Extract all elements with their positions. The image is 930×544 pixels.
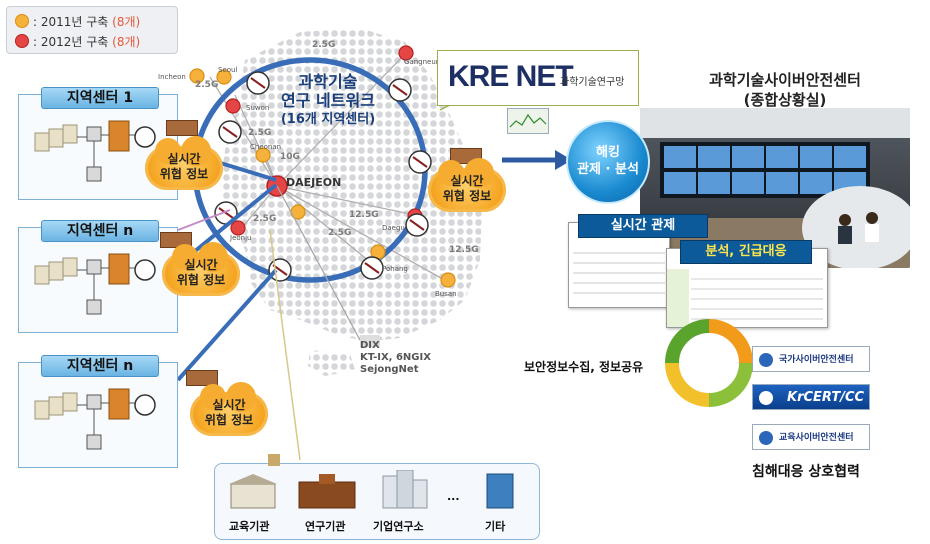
agency-logo-icon (759, 431, 773, 445)
legend: : 2011년 구축 (8개) : 2012년 구축 (8개) (6, 6, 178, 54)
company-building-icon (382, 470, 428, 509)
regional-center-n: 지역센터 n (18, 355, 178, 468)
connector-node (268, 454, 280, 466)
dix-node (360, 335, 380, 347)
city-label-incheon: Incheon (158, 73, 186, 81)
other-building-icon (486, 473, 514, 509)
city-label-gangneung: Gangneung (404, 58, 445, 66)
speed-label: 2.5G (253, 214, 277, 224)
institution-label: 기타 (485, 520, 506, 533)
agency-badge-national: 국가사이버안전센터 (752, 346, 870, 372)
speed-label: 2.5G (248, 128, 272, 138)
cycle-arrows-icon (665, 319, 753, 407)
city-label-daegu: Daegu (382, 224, 405, 232)
city-label-cheonan: Cheonan (250, 143, 282, 151)
city-label-busan: Busan (435, 290, 457, 298)
legend-item-2011: : 2011년 구축 (8개) (15, 13, 140, 30)
city-label-seoul: Seoul (218, 66, 238, 74)
router-arrows (218, 77, 428, 276)
server-rack-icon (34, 120, 156, 182)
regional-center-title: 지역센터 n (41, 355, 159, 377)
hacking-analysis-circle: 해킹 관제 · 분석 (566, 120, 650, 204)
monitor-thumbnail (507, 108, 549, 134)
korea-network-map (189, 28, 482, 376)
agency-badge-education: 교육사이버안전센터 (752, 424, 870, 450)
control-center-title: 과학기술사이버안전센터 (종합상황실) (709, 71, 861, 109)
speed-label: 2.5G (312, 40, 336, 50)
institution-label: 연구기관 (305, 520, 346, 533)
institution-label: 기업연구소 (373, 520, 424, 533)
school-building-icon (229, 474, 277, 509)
speed-label: 12.5G (349, 210, 379, 220)
dix-link (276, 185, 361, 341)
server-rack-icon (34, 253, 156, 315)
legend-item-2012: : 2012년 구축 (8개) (15, 33, 140, 50)
regional-center-title: 지역센터 n (41, 220, 159, 242)
hub-label: DAEJEON (286, 176, 342, 189)
research-building-icon (298, 474, 356, 509)
realtime-monitor-label: 실시간 관제 (578, 214, 708, 238)
institutions-panel: 교육기관 연구기관 기업연구소 ... 기타 (214, 463, 540, 540)
server-rack-icon (34, 388, 156, 450)
agency-badge-krcert: KrCERT/CC (752, 384, 870, 410)
city-label-jeonju: Jeonju (230, 234, 252, 242)
jeju-island (308, 350, 355, 376)
orange-dot-icon (15, 14, 29, 28)
regional-center-n: 지역센터 n (18, 220, 178, 333)
institution-label: 교육기관 (229, 520, 270, 533)
network-title: 과학기술 연구 네트워크 (16개 지역센터) (280, 72, 376, 127)
agency-logo-icon (759, 353, 773, 367)
backbone-links (209, 52, 449, 283)
institution-label: ... (447, 490, 460, 503)
kreonet-logo: KRE NET 과학기술연구망 (437, 50, 639, 106)
sensor-appliance-icon (166, 120, 198, 136)
speed-label: 2.5G (328, 228, 352, 238)
speed-label: 10G (280, 152, 300, 162)
security-info-collect-label: 보안정보수집, 정보공유 (524, 360, 644, 374)
dix-label: DIX KT-IX, 6NGIX SejongNet (360, 340, 431, 375)
speed-label: 12.5G (449, 245, 479, 255)
city-label-pohang: Pohang (382, 265, 408, 273)
red-dot-icon (15, 34, 29, 48)
incident-response-label: 침해대응 상호협력 (752, 464, 860, 480)
city-label-suwon: Suwon (246, 104, 270, 112)
speed-label: 2.5G (195, 80, 219, 90)
regional-center-title: 지역센터 1 (41, 87, 159, 109)
agency-logo-icon (759, 391, 773, 405)
sensor-appliance-icon (186, 370, 218, 386)
analysis-label: 분석, 긴급대응 (680, 240, 812, 264)
